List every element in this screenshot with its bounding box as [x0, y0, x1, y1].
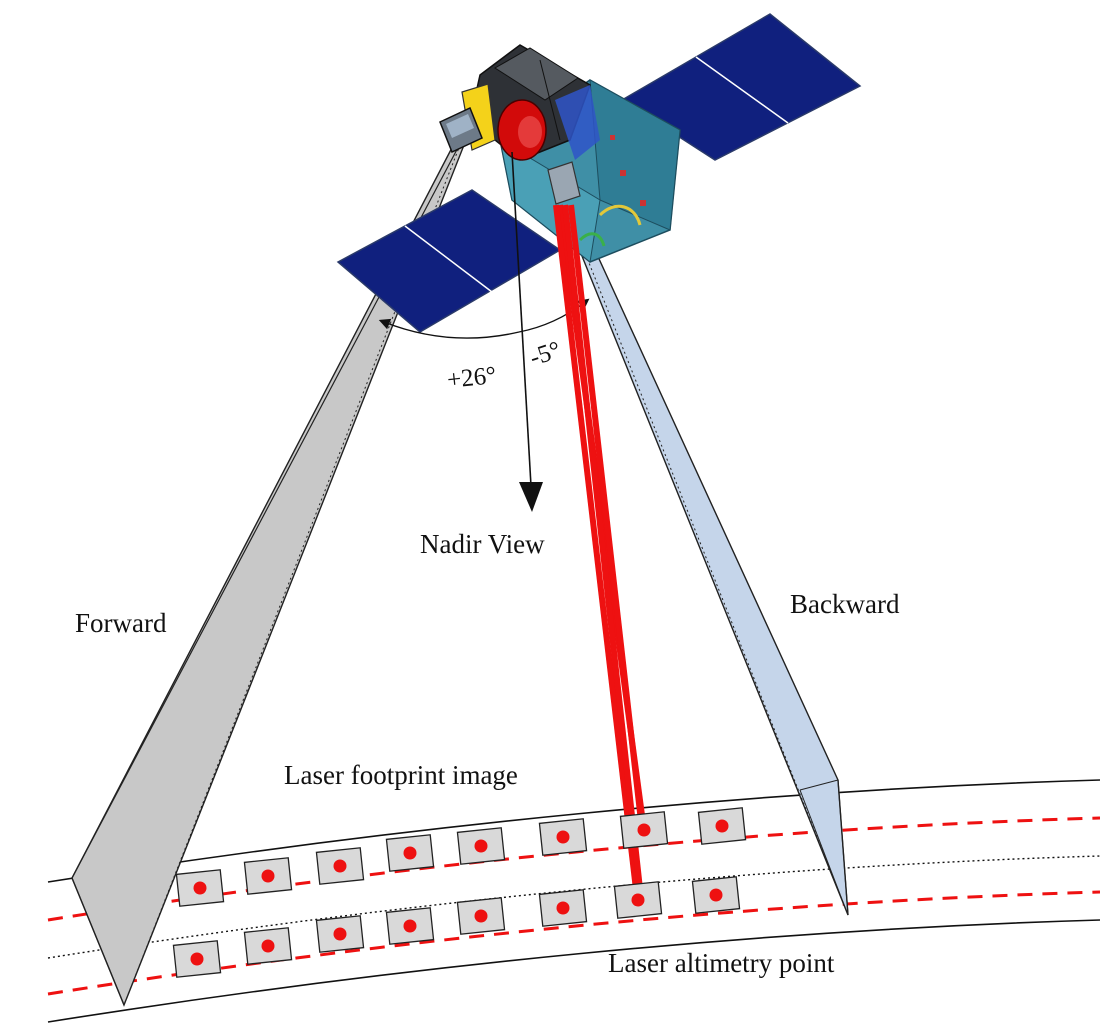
laser-altimetry-point	[637, 823, 651, 837]
laser-altimetry-point	[556, 901, 570, 915]
laser-footprints	[172, 807, 747, 978]
forward-angle-label: +26°	[446, 362, 498, 394]
laser-altimetry-point	[556, 830, 570, 844]
track-boundary-bottom	[47, 919, 1100, 1023]
backward-label: Backward	[790, 589, 900, 619]
laser-altimetry-point	[474, 839, 488, 853]
solar-panel-icon	[336, 13, 862, 333]
forward-angle-arc	[378, 318, 520, 339]
laser-altimetry-point	[333, 859, 347, 873]
satellite-icon	[439, 44, 681, 263]
nadir-view-label: Nadir View	[420, 529, 545, 559]
laser-altimetry-point	[631, 893, 645, 907]
track-center-line	[47, 855, 1100, 959]
laser-altimetry-point	[403, 919, 417, 933]
nadir-view-arrow	[511, 151, 543, 512]
laser-altimetry-point	[403, 846, 417, 860]
camera-icon	[439, 106, 483, 154]
laser-altimetry-point-label: Laser altimetry point	[608, 948, 835, 978]
laser-altimetry-point	[715, 819, 729, 833]
backward-beam	[538, 151, 849, 916]
laser-altimetry-point	[190, 952, 204, 966]
laser-footprint-image-label: Laser footprint image	[284, 760, 518, 790]
laser-altimetry-point	[709, 888, 723, 902]
laser-altimetry-point	[333, 927, 347, 941]
backward-angle-label: -5°	[527, 337, 565, 372]
backward-angle-arc	[518, 298, 590, 333]
laser-altimetry-point	[193, 881, 207, 895]
forward-label: Forward	[75, 608, 167, 638]
track-boundary-top	[47, 779, 1100, 883]
laser-altimetry-point	[474, 909, 488, 923]
laser-altimetry-point	[261, 939, 275, 953]
laser-altimetry-point	[261, 869, 275, 883]
laser-beam	[553, 204, 647, 899]
